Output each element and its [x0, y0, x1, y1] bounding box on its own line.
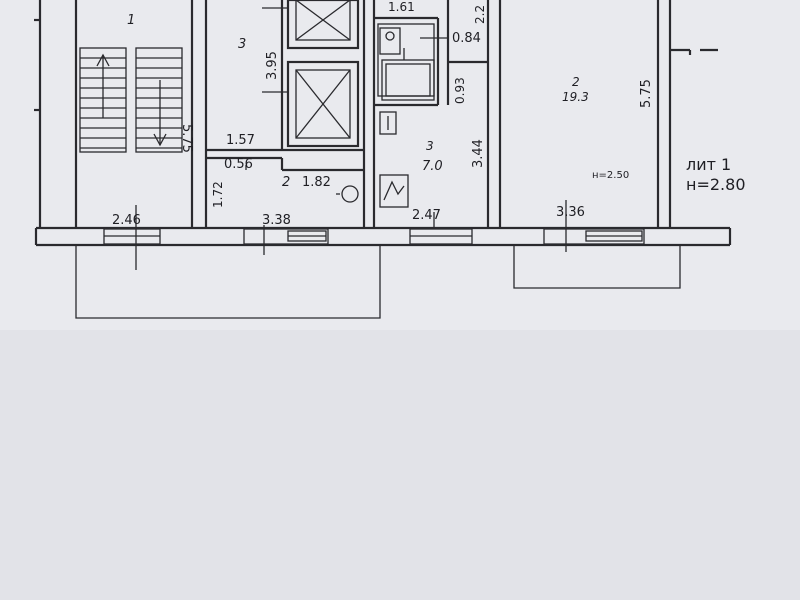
windows — [103, 228, 645, 245]
dim-5-75-room2: 5.75 — [639, 79, 654, 108]
room-number-2-small: 2 — [282, 175, 290, 190]
dim-3-36: 3.36 — [556, 205, 585, 220]
plan-labels: 1 3 3.95 5.75 1.61 2.2 0.84 0.93 2 19.3 … — [112, 0, 746, 228]
dim-1-72: 1.72 — [211, 181, 225, 208]
room-number-1: 1 — [127, 13, 135, 28]
room-2-area: 19.3 — [562, 90, 589, 104]
dim-1-57: 1.57 — [226, 133, 255, 148]
room-number-3: 3 — [426, 139, 434, 153]
dim-5-75-stair: 5.75 — [179, 124, 194, 153]
dim-0-93: 0.93 — [453, 77, 467, 104]
room-number-2: 2 — [572, 75, 580, 89]
dim-0-56: 0.56 — [224, 157, 253, 172]
bathroom-fixtures — [377, 23, 448, 135]
dim-3-44: 3.44 — [471, 139, 486, 168]
paper-shadow — [0, 330, 800, 600]
room-number-3-top: 3 — [238, 37, 246, 52]
walls — [34, 0, 732, 247]
ceiling-height-2-80: н=2.80 — [686, 175, 746, 194]
dim-0-84: 0.84 — [452, 31, 481, 46]
lit-label: лит 1 — [686, 155, 731, 174]
room-3-area: 7.0 — [422, 159, 443, 174]
staircase — [79, 47, 183, 153]
ceiling-height-2-50: н=2.50 — [592, 170, 629, 181]
dim-2-46: 2.46 — [112, 213, 141, 228]
dim-3-38: 3.38 — [262, 213, 291, 228]
dim-2-2: 2.2 — [473, 5, 487, 24]
kitchen-fixtures — [135, 165, 567, 270]
dim-3-95: 3.95 — [265, 51, 280, 80]
dim-1-82: 1.82 — [302, 175, 331, 190]
dim-2-47: 2.47 — [412, 208, 441, 223]
dim-1-61: 1.61 — [388, 0, 415, 14]
balconies — [75, 245, 681, 319]
elevator-shafts — [262, 0, 360, 148]
